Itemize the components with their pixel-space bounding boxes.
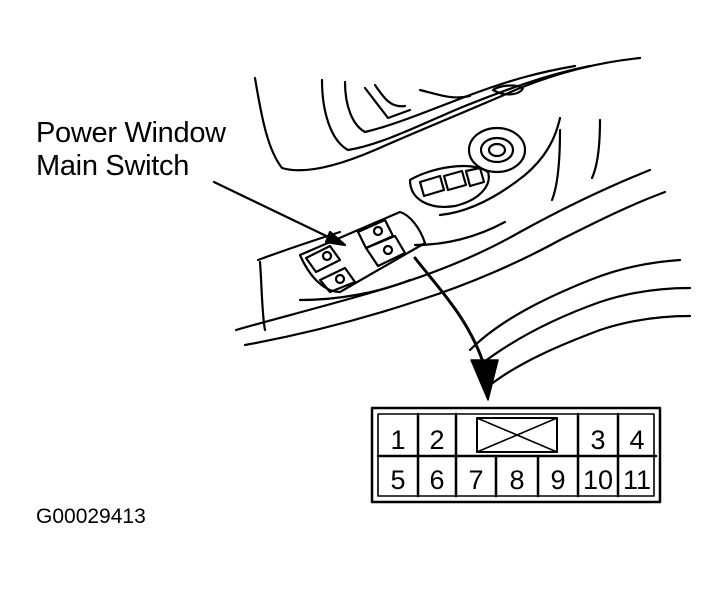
pin-label: 10 — [583, 465, 613, 495]
pin-label: 5 — [390, 465, 405, 495]
pin-label: 8 — [509, 465, 524, 495]
pin-label: 7 — [468, 465, 483, 495]
leader-arrow — [212, 180, 347, 247]
door-trim-lines — [234, 56, 692, 387]
power-window-switch-cluster — [298, 210, 427, 294]
callout-label: Power Window Main Switch — [36, 117, 226, 183]
connector-pointer-arrow — [413, 256, 499, 401]
callout-line-2: Main Switch — [36, 150, 190, 182]
pin-label: 1 — [390, 425, 405, 455]
pin-label: 6 — [429, 465, 444, 495]
callout-line-1: Power Window — [36, 117, 226, 149]
pin-label: 4 — [629, 425, 644, 455]
mirror-control — [408, 126, 527, 208]
pin-label: 9 — [550, 465, 565, 495]
pin-label: 3 — [590, 425, 605, 455]
pin-labels: 1 2 3 4 5 6 7 8 9 10 11 — [390, 425, 651, 495]
pin-label: 2 — [429, 425, 444, 455]
pin-label: 11 — [623, 465, 651, 495]
connector-face — [370, 406, 662, 504]
figure-id: G00029413 — [36, 505, 146, 528]
